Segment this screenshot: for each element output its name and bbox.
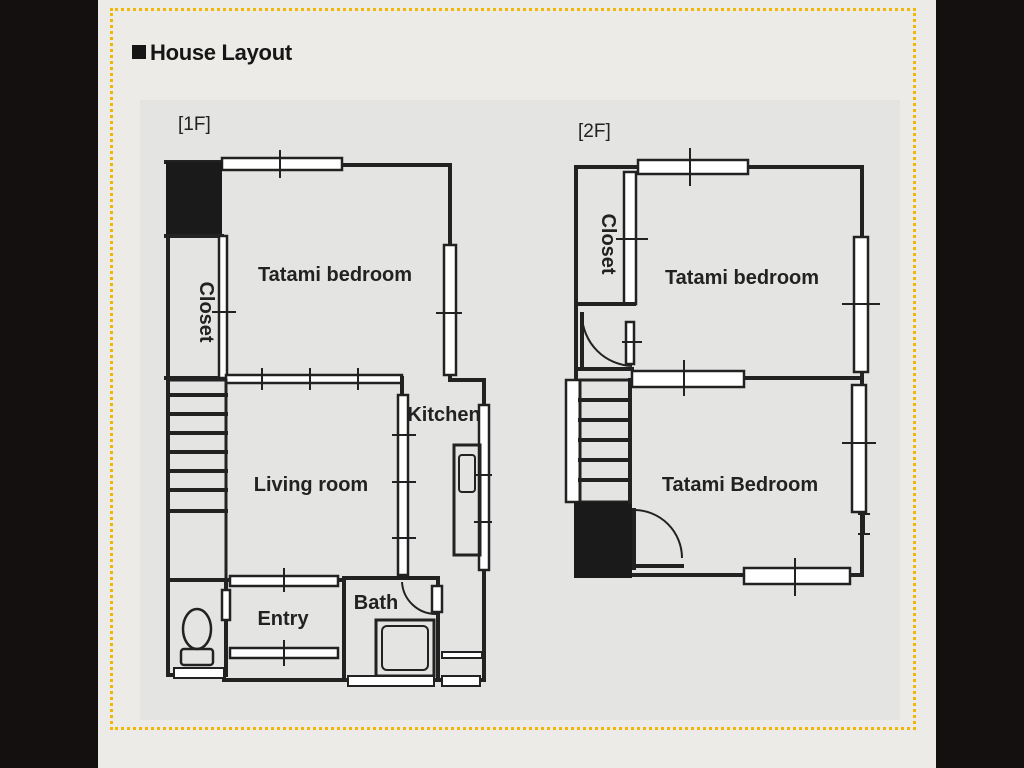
bath-window (347, 675, 435, 687)
page-title-text: House Layout (150, 40, 292, 65)
bedroom-partition-walls-2f (574, 367, 864, 380)
room-label-1f-tatami-bedroom: Tatami bedroom (258, 264, 412, 286)
partition-2f-bedrooms (630, 369, 746, 389)
bath-door (430, 584, 444, 614)
cursor-ibeam-icon (858, 513, 870, 535)
kitchen-counter (452, 443, 482, 557)
toilet-door (220, 588, 232, 622)
room-label-1f-entry: Entry (257, 608, 309, 630)
window-1f-top (220, 156, 344, 172)
floor-2: [2F] (564, 121, 880, 596)
floor-1: [1F] (164, 114, 492, 687)
toilet-icon (179, 607, 215, 667)
room-label-1f-closet: Closet (195, 281, 217, 342)
window-2f-lower-right (850, 383, 868, 514)
room-label-1f-kitchen: Kitchen (407, 404, 480, 426)
room-label-1f-living-room: Living room (254, 474, 368, 496)
room-label-2f-tatami-bedroom-lower: Tatami Bedroom (662, 474, 818, 496)
square-bullet-icon (132, 45, 146, 59)
room-label-2f-tatami-bedroom: Tatami bedroom (665, 267, 819, 289)
window-2f-top (636, 158, 750, 176)
door-swing-2f-bedroom (633, 509, 683, 559)
bathtub-basin (381, 625, 429, 671)
dotted-frame (110, 8, 916, 730)
room-label-1f-bath: Bath (354, 592, 398, 614)
window-2f-bottom (742, 566, 852, 586)
partition-bedroom-living (224, 373, 404, 385)
storage-block-2f (574, 502, 632, 578)
closet-sliding-door-1f (217, 234, 229, 380)
kitchen-bottom-shelf (441, 651, 483, 659)
closet-walls-1f (164, 234, 228, 380)
floor-2-label: [2F] (578, 121, 611, 142)
plan-background (140, 100, 900, 720)
kitchen-sink (458, 454, 476, 493)
bath-door-swing (401, 581, 437, 616)
floor-1-label: [1F] (178, 114, 211, 135)
window-1f-bedroom-right (442, 243, 458, 377)
room-label-2f-closet: Closet (597, 213, 619, 274)
toilet-window (173, 667, 225, 679)
storage-block-1f (166, 162, 222, 236)
page-title: House Layout (132, 40, 292, 66)
kitchen-bottom-window (441, 675, 481, 687)
partition-living-kitchen (396, 393, 410, 577)
